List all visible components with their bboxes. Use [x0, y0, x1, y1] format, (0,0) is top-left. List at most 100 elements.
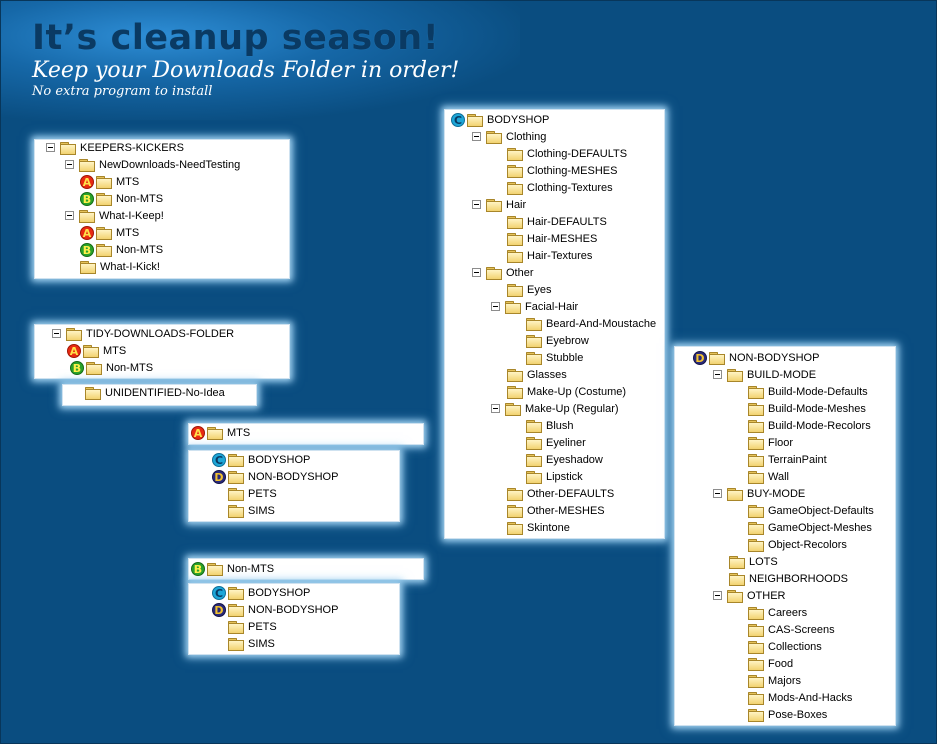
collapse-toggle-icon[interactable] — [491, 404, 500, 413]
tree-item-pose-boxes[interactable]: Pose-Boxes — [748, 706, 827, 723]
tree-item-hair-textures[interactable]: Hair-Textures — [507, 247, 592, 264]
tree-item-sims[interactable]: SIMS — [228, 635, 275, 652]
tree-item-clothing-defaults[interactable]: Clothing-DEFAULTS — [507, 145, 627, 162]
collapse-toggle-icon[interactable] — [713, 370, 722, 379]
tree-item-keepers-kickers[interactable]: KEEPERS-KICKERS — [46, 139, 184, 156]
tree-item-unidentified-no-idea[interactable]: UNIDENTIFIED-No-Idea — [85, 384, 225, 401]
tree-item-what-i-keep[interactable]: What-I-Keep! — [65, 207, 164, 224]
tree-item-other[interactable]: OTHER — [713, 587, 786, 604]
folder-icon — [228, 603, 244, 617]
tree-item-tidy-downloads-folder[interactable]: TIDY-DOWNLOADS-FOLDER — [52, 325, 234, 342]
tree-item-label: Facial-Hair — [525, 300, 579, 313]
tree-item-other[interactable]: Other — [472, 264, 534, 281]
folder-icon — [96, 192, 112, 206]
tree-item-clothing[interactable]: Clothing — [472, 128, 546, 145]
collapse-toggle-icon[interactable] — [713, 489, 722, 498]
tree-item-floor[interactable]: Floor — [748, 434, 793, 451]
tree-item-sims[interactable]: SIMS — [228, 502, 275, 519]
tree-item-label: NON-BODYSHOP — [248, 470, 339, 483]
tree-item-mods-and-hacks[interactable]: Mods-And-Hacks — [748, 689, 852, 706]
collapse-toggle-icon[interactable] — [52, 329, 61, 338]
folder-icon — [748, 640, 764, 654]
tree-item-pets[interactable]: PETS — [228, 618, 277, 635]
tree-item-eyeshadow[interactable]: Eyeshadow — [526, 451, 603, 468]
tree-item-label: NON-BODYSHOP — [729, 351, 820, 364]
tree-item-make-up-costume[interactable]: Make-Up (Costume) — [507, 383, 626, 400]
tree-item-hair-defaults[interactable]: Hair-DEFAULTS — [507, 213, 607, 230]
tree-item-food[interactable]: Food — [748, 655, 793, 672]
tree-item-cas-screens[interactable]: CAS-Screens — [748, 621, 835, 638]
tree-item-label: Lipstick — [546, 470, 583, 483]
collapse-toggle-icon[interactable] — [472, 132, 481, 141]
tree-item-lipstick[interactable]: Lipstick — [526, 468, 583, 485]
tree-item-label: OTHER — [747, 589, 786, 602]
collapse-toggle-icon[interactable] — [713, 591, 722, 600]
tree-item-collections[interactable]: Collections — [748, 638, 822, 655]
tree-item-lots[interactable]: LOTS — [729, 553, 778, 570]
tree-item-label: Careers — [768, 606, 808, 619]
tree-item-clothing-textures[interactable]: Clothing-Textures — [507, 179, 613, 196]
tree-item-build-mode[interactable]: BUILD-MODE — [713, 366, 816, 383]
tree-item-beard-and-moustache[interactable]: Beard-And-Moustache — [526, 315, 656, 332]
tree-item-label: NewDownloads-NeedTesting — [99, 158, 241, 171]
tree-item-neighborhoods[interactable]: NEIGHBORHOODS — [729, 570, 848, 587]
collapse-toggle-icon[interactable] — [472, 200, 481, 209]
tree-item-other-meshes[interactable]: Other-MESHES — [507, 502, 605, 519]
tree-item-clothing-meshes[interactable]: Clothing-MESHES — [507, 162, 617, 179]
tree-item-label: TIDY-DOWNLOADS-FOLDER — [86, 327, 235, 340]
tree-item-careers[interactable]: Careers — [748, 604, 807, 621]
folder-icon — [729, 555, 745, 569]
tree-item-glasses[interactable]: Glasses — [507, 366, 567, 383]
collapse-toggle-icon[interactable] — [491, 302, 500, 311]
tree-item-pets[interactable]: PETS — [228, 485, 277, 502]
page-title: It’s cleanup season! — [32, 18, 440, 58]
tree-item-newdownloads-needtesting[interactable]: NewDownloads-NeedTesting — [65, 156, 240, 173]
tree-item-eyebrow[interactable]: Eyebrow — [526, 332, 589, 349]
tree-item-build-mode-meshes[interactable]: Build-Mode-Meshes — [748, 400, 866, 417]
tree-item-stubble[interactable]: Stubble — [526, 349, 583, 366]
tree-item-other-defaults[interactable]: Other-DEFAULTS — [507, 485, 614, 502]
tree-item-object-recolors[interactable]: Object-Recolors — [748, 536, 847, 553]
collapse-toggle-icon[interactable] — [65, 211, 74, 220]
tree-item-label: Glasses — [527, 368, 567, 381]
tree-item-make-up-regular[interactable]: Make-Up (Regular) — [491, 400, 619, 417]
tree-item-build-mode-recolors[interactable]: Build-Mode-Recolors — [748, 417, 871, 434]
tree-item-gameobject-meshes[interactable]: GameObject-Meshes — [748, 519, 872, 536]
folder-icon — [79, 158, 95, 172]
tree-item-skintone[interactable]: Skintone — [507, 519, 570, 536]
tree-item-facial-hair[interactable]: Facial-Hair — [491, 298, 578, 315]
folder-icon — [526, 436, 542, 450]
tree-item-wall[interactable]: Wall — [748, 468, 789, 485]
collapse-toggle-icon[interactable] — [46, 143, 55, 152]
folder-icon — [507, 249, 523, 263]
collapse-toggle-icon[interactable] — [472, 268, 481, 277]
tree-item-what-i-kick[interactable]: What-I-Kick! — [80, 258, 160, 275]
tree-item-buy-mode[interactable]: BUY-MODE — [713, 485, 805, 502]
tree-item-eyeliner[interactable]: Eyeliner — [526, 434, 586, 451]
collapse-toggle-icon[interactable] — [65, 160, 74, 169]
tree-item-gameobject-defaults[interactable]: GameObject-Defaults — [748, 502, 874, 519]
folder-icon — [727, 368, 743, 382]
tree-item-eyes[interactable]: Eyes — [507, 281, 551, 298]
tree-item-build-mode-defaults[interactable]: Build-Mode-Defaults — [748, 383, 868, 400]
tree-item-hair[interactable]: Hair — [472, 196, 526, 213]
tree-item-hair-meshes[interactable]: Hair-MESHES — [507, 230, 597, 247]
tree-item-majors[interactable]: Majors — [748, 672, 801, 689]
tree-item-terrainpaint[interactable]: TerrainPaint — [748, 451, 827, 468]
tree-item-label: KEEPERS-KICKERS — [80, 141, 184, 154]
tree-item-blush[interactable]: Blush — [526, 417, 574, 434]
